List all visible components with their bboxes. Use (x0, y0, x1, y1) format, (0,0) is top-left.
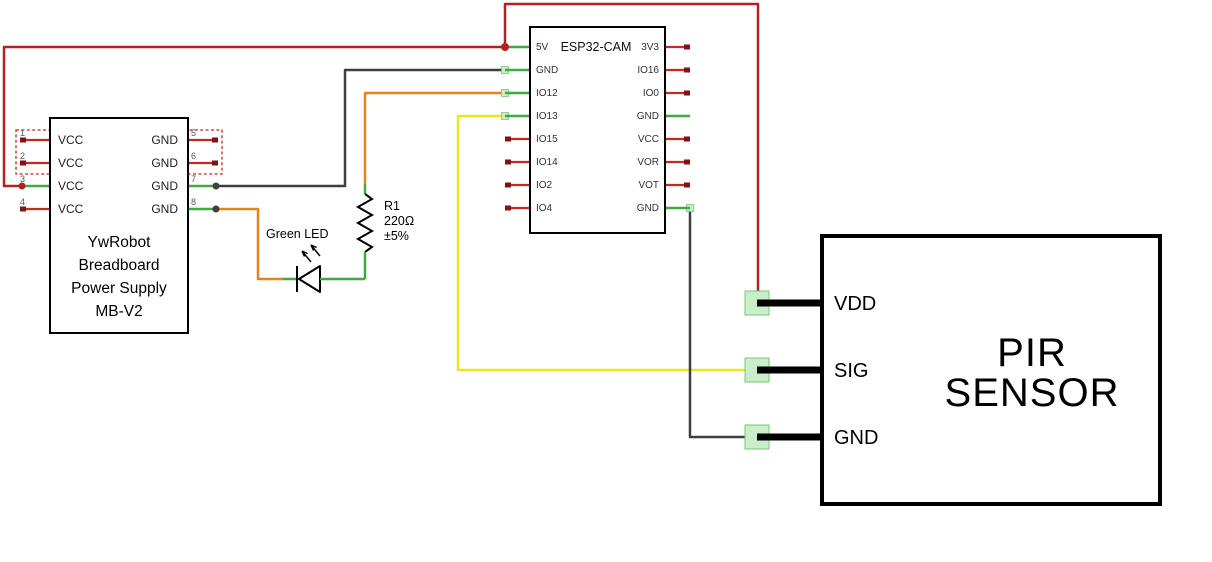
pin-tip (684, 136, 690, 142)
pin-tip (505, 136, 511, 142)
psu-pin-label: GND (151, 202, 178, 216)
pir-pin-label: VDD (834, 293, 876, 315)
esp32-pin-label: IO16 (637, 65, 659, 76)
esp32-pin-label: IO0 (643, 88, 660, 99)
led-emission-arrow-icon (301, 250, 312, 263)
wire-5v-to-pir-vdd (503, 2, 760, 305)
resistor-value: 220Ω (384, 214, 414, 228)
pin-tip (684, 44, 690, 50)
pin-tip (684, 67, 690, 73)
resistor-tolerance: ±5% (384, 229, 409, 243)
psu-pin-number: 7 (191, 174, 196, 184)
wire-psu-gnd-to-led (214, 207, 286, 281)
junction-dot (212, 182, 220, 190)
psu-pin-number: 2 (20, 151, 25, 161)
psu-pin-label: GND (151, 179, 178, 193)
esp32-pin-label: VOR (637, 157, 659, 168)
esp32-pin-label: 3V3 (641, 42, 659, 53)
pir-title-line: SENSOR (945, 371, 1120, 415)
psu-pin-label: VCC (58, 156, 84, 170)
resistor-zigzag (355, 193, 375, 253)
esp32-pin-label: IO12 (536, 88, 558, 99)
wire-resistor-to-io12 (363, 91, 507, 186)
psu-pin-number: 4 (20, 197, 25, 207)
led-emission-arrow-icon (310, 244, 321, 257)
esp32-pin-label: IO14 (536, 157, 558, 168)
power-supply: 1 2 3 4 5 6 7 8 VCC VCC VCC VCC GND GND … (15, 117, 223, 334)
wire-esp32-gnd-to-pir-gnd (688, 206, 759, 439)
psu-pin-number: 1 (20, 128, 25, 138)
esp32-pin-label: IO13 (536, 111, 558, 122)
esp32-title: ESP32-CAM (561, 40, 632, 54)
esp32-pin-label: IO15 (536, 134, 558, 145)
resistor-designator: R1 (384, 199, 400, 213)
pir-sensor: VDD SIG GND PIR SENSOR (744, 234, 1162, 506)
pir-title-line: PIR (997, 331, 1067, 375)
esp32-pin-label: GND (637, 203, 659, 214)
pin-tip (505, 182, 511, 188)
psu-pin-number: 5 (191, 128, 196, 138)
resistor-r1: R1 220Ω ±5% (355, 184, 414, 279)
pin-tip (684, 90, 690, 96)
pin-tip (212, 160, 218, 166)
pin-tip (505, 159, 511, 165)
wire-psu-vcc-to-esp32-5v (2, 45, 507, 188)
esp32-pin-label: VCC (638, 134, 659, 145)
pir-body (820, 234, 1162, 506)
pin-tip (684, 182, 690, 188)
pin-tip (20, 160, 26, 166)
esp32-pin-label: GND (637, 111, 659, 122)
psu-pin-label: GND (151, 156, 178, 170)
psu-pin-number: 6 (191, 151, 196, 161)
esp32-pin-label: IO4 (536, 203, 553, 214)
wire-io13-to-pir-sig (456, 114, 759, 372)
esp32-pin-label: IO2 (536, 180, 553, 191)
psu-pin-label: VCC (58, 202, 84, 216)
pin-tip (212, 137, 218, 143)
green-led: Green LED (266, 227, 365, 293)
psu-pin-number: 8 (191, 197, 196, 207)
pin-tip (684, 159, 690, 165)
psu-pin-label: VCC (58, 179, 84, 193)
unconnected-pins-marker (183, 129, 223, 175)
pir-pin-label: SIG (834, 360, 868, 382)
wire-psu-gnd-to-esp32-gnd (214, 68, 507, 188)
pir-pin-label: GND (834, 427, 878, 449)
psu-title-line: YwRobot (88, 234, 152, 251)
psu-title-line: Power Supply (71, 280, 167, 297)
junction-dot (212, 205, 220, 213)
pin-tip (20, 206, 26, 212)
esp32-pin-label: GND (536, 65, 558, 76)
esp32-pin-label: 5V (536, 42, 549, 53)
led-triangle (298, 265, 321, 293)
pin-tip (20, 137, 26, 143)
power-supply-body (49, 117, 189, 334)
junction-dot (18, 182, 26, 190)
pin-tip (505, 205, 511, 211)
psu-pin-label: VCC (58, 133, 84, 147)
psu-pin-number: 3 (20, 174, 25, 184)
esp32-cam: ESP32-CAM 5V GND IO12 IO13 IO15 IO14 IO2… (505, 26, 690, 234)
led-label: Green LED (266, 227, 329, 241)
junction-dot (501, 43, 509, 51)
esp32-pin-label: VOT (638, 180, 659, 191)
psu-title-line: MB-V2 (95, 303, 142, 320)
esp32-body (529, 26, 666, 234)
psu-title-line: Breadboard (78, 257, 159, 274)
psu-pin-label: GND (151, 133, 178, 147)
